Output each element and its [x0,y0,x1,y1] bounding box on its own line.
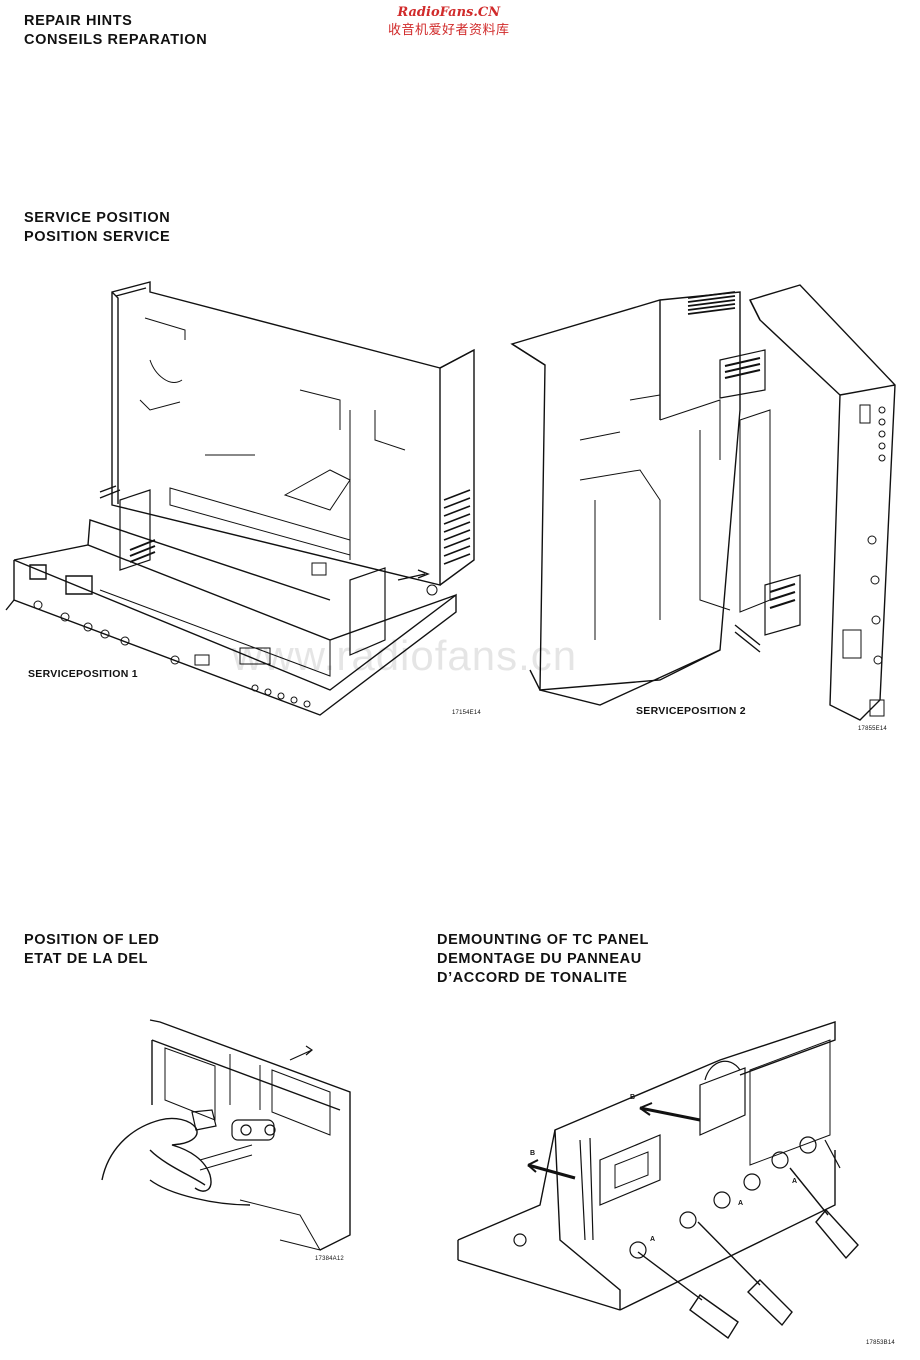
figure-2-caption: SERVICEPOSITION 2 [636,705,746,717]
watermark-site-name: RadioFans.CN [397,5,501,20]
tc-label-a-3: A [792,1178,798,1185]
led-heading-english: POSITION OF LED [24,932,160,948]
tc-label-b-upper: B [630,1094,636,1101]
watermark-chinese-text: 收音机爱好者资料库 [388,22,510,37]
tc-figure-code: 17853B14 [866,1340,895,1346]
figure-2-code: 17855E14 [858,726,887,732]
led-figure-code: 17384A12 [315,1256,344,1262]
site-watermark: RadioFans.CN 收音机爱好者资料库 [388,4,510,38]
service-heading-french: POSITION SERVICE [24,229,171,245]
figure-1-caption: SERVICEPOSITION 1 [28,668,138,680]
tc-label-a-2: A [738,1200,744,1207]
tc-label-a-1: A [650,1236,656,1243]
service-heading-english: SERVICE POSITION [24,210,171,226]
heading-french: CONSEILS REPARATION [24,32,208,48]
page-heading: REPAIR HINTS CONSEILS REPARATION [24,12,207,50]
led-heading-french: ETAT DE LA DEL [24,951,149,967]
heading-english: REPAIR HINTS [24,13,133,29]
figure-1-code: 17154E14 [452,710,481,716]
led-position-heading: POSITION OF LED ETAT DE LA DEL [24,931,159,969]
tc-heading-line-1: DEMOUNTING OF TC PANEL [437,932,649,948]
tc-heading-line-2: DEMONTAGE DU PANNEAU [437,951,642,967]
center-watermark: www.radiofans.cn [232,632,578,679]
tc-heading-line-3: D’ACCORD DE TONALITE [437,970,628,986]
service-position-heading: SERVICE POSITION POSITION SERVICE [24,209,170,247]
tc-label-b-lower: B [530,1150,536,1157]
tc-panel-heading: DEMOUNTING OF TC PANEL DEMONTAGE DU PANN… [437,931,649,988]
